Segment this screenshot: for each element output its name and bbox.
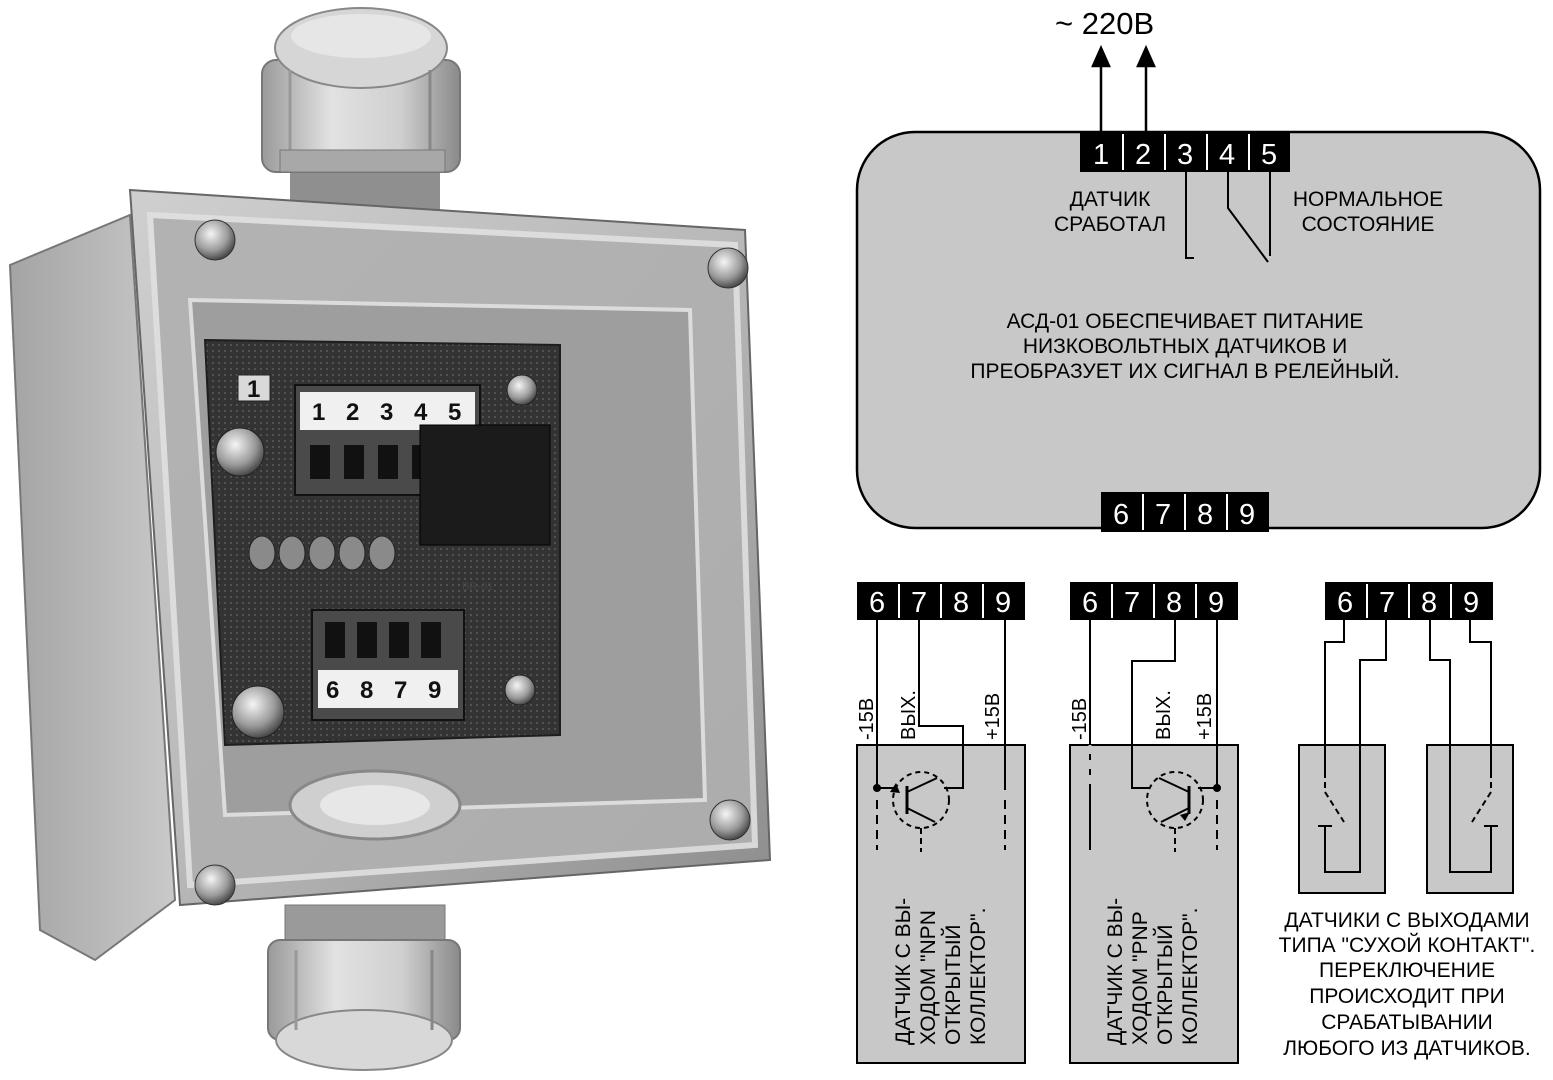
- sensor-pnp: 6 7 8 9 -15В ВЫХ. +15В ДАТЧИК С ВЫ- ХОДО…: [1069, 582, 1239, 1064]
- pnp-caption-4: КОЛЛЕКТОР".: [1179, 908, 1202, 1045]
- relay-on-label-2: СРАБОТАЛ: [1054, 213, 1166, 236]
- bottom-cable-gland: [267, 904, 461, 1071]
- svg-text:8: 8: [1166, 587, 1182, 619]
- photo-bottom-terminal-labels: 6 8 7 9: [326, 677, 441, 704]
- svg-text:6: 6: [1337, 587, 1353, 619]
- npn-caption-2: ХОДОМ "NPN: [917, 910, 940, 1045]
- npn-caption-3: ОТКРЫТЫЙ: [941, 924, 965, 1045]
- pnp-wire-out: ВЫХ.: [1153, 690, 1175, 740]
- description-line-2: НИЗКОВОЛЬТНЫХ ДАТЧИКОВ И: [1023, 335, 1347, 358]
- npn-wire-plus: +15В: [982, 693, 1004, 740]
- svg-text:3: 3: [380, 399, 393, 426]
- svg-text:8: 8: [953, 587, 969, 619]
- svg-text:6: 6: [326, 677, 339, 704]
- terminal-3: 3: [1177, 139, 1193, 171]
- top-cable-gland: [261, 7, 461, 220]
- dry-caption-6: ЛЮБОГО ИЗ ДАТЧИКОВ.: [1283, 1037, 1531, 1060]
- dry-caption-2: ТИПА "СУХОЙ КОНТАКТ".: [1279, 933, 1536, 957]
- pnp-wire-minus: -15В: [1069, 698, 1091, 740]
- relay-contacts: [1185, 172, 1271, 263]
- module-bottom-terminals: 6 7 8 9: [1101, 492, 1269, 532]
- svg-text:8: 8: [360, 677, 373, 704]
- svg-text:7: 7: [911, 587, 927, 619]
- terminal-1: 1: [1093, 139, 1109, 171]
- svg-text:9: 9: [995, 587, 1011, 619]
- relay-off-label-1: НОРМАЛЬНОЕ: [1293, 188, 1443, 211]
- terminal-8: 8: [1197, 499, 1213, 531]
- pnp-caption-2: ХОДОМ "PNP: [1129, 911, 1152, 1045]
- photo-top-terminal-labels: 1 2 3 4 5: [312, 399, 461, 426]
- pnp-caption-1: ДАТЧИК С ВЫ-: [1104, 898, 1127, 1045]
- svg-text:9: 9: [1208, 587, 1224, 619]
- relay-off-label-2: СОСТОЯНИЕ: [1302, 213, 1435, 236]
- svg-text:8: 8: [1421, 587, 1437, 619]
- dry-caption-3: ПЕРЕКЛЮЧЕНИЕ: [1319, 959, 1495, 982]
- svg-text:7: 7: [394, 677, 407, 704]
- sensor-dry-contact: 6 7 8 9 ДАТЧИКИ С ВЫХОДАМИ ТИПА "СУХОЙ К…: [1279, 582, 1536, 1060]
- description-line-1: АСД-01 ОБЕСПЕЧИВАЕТ ПИТАНИЕ: [1007, 310, 1364, 333]
- svg-text:9: 9: [428, 677, 441, 704]
- svg-text:9: 9: [1463, 587, 1479, 619]
- svg-text:7: 7: [1124, 587, 1140, 619]
- terminal-4: 4: [1219, 139, 1235, 171]
- svg-text:2: 2: [346, 399, 359, 426]
- terminal-5: 5: [1261, 139, 1277, 171]
- pnp-caption-3: ОТКРЫТЫЙ: [1153, 924, 1177, 1045]
- svg-text:6: 6: [1082, 587, 1098, 619]
- lid-screws: [194, 219, 751, 906]
- npn-caption-4: КОЛЛЕКТОР".: [967, 908, 990, 1045]
- board-label: BR-01: [462, 581, 493, 593]
- supply-arrows: [1091, 44, 1156, 132]
- module-top-terminals: 1 2 3 4 5: [1080, 132, 1290, 172]
- dry-caption-5: СРАБАТЫВАНИИ: [1321, 1011, 1493, 1034]
- svg-text:1: 1: [312, 399, 325, 426]
- circuit-board: 1 1 2 3 4 5 BR-01: [203, 338, 561, 747]
- svg-text:7: 7: [1379, 587, 1395, 619]
- relay-on-label-1: ДАТЧИК: [1070, 188, 1152, 211]
- sensor-npn: 6 7 8 9 -15В ВЫХ. +15В ДАТЧИК С ВЫ- ХОДО…: [856, 582, 1026, 1064]
- svg-text:4: 4: [414, 399, 428, 426]
- terminal-7: 7: [1155, 499, 1171, 531]
- pnp-wire-plus: +15В: [1194, 693, 1216, 740]
- npn-caption-1: ДАТЧИК С ВЫ-: [892, 898, 915, 1045]
- supply-label: ~ 220В: [1055, 6, 1154, 41]
- svg-text:6: 6: [869, 587, 885, 619]
- description-line-3: ПРЕОБРАЗУЕТ ИХ СИГНАЛ В РЕЛЕЙНЫЙ.: [970, 359, 1399, 383]
- board-mark: 1: [247, 376, 260, 403]
- dry-caption-4: ПРОИСХОДИТ ПРИ: [1309, 985, 1504, 1008]
- npn-wire-minus: -15В: [856, 698, 878, 740]
- terminal-6: 6: [1113, 499, 1129, 531]
- terminal-9: 9: [1239, 499, 1255, 531]
- device-photo: 1 1 2 3 4 5 BR-01: [8, 7, 772, 1071]
- svg-text:5: 5: [448, 399, 461, 426]
- npn-wire-out: ВЫХ.: [898, 690, 920, 740]
- dry-caption-1: ДАТЧИКИ С ВЫХОДАМИ: [1284, 909, 1529, 932]
- terminal-2: 2: [1135, 139, 1151, 171]
